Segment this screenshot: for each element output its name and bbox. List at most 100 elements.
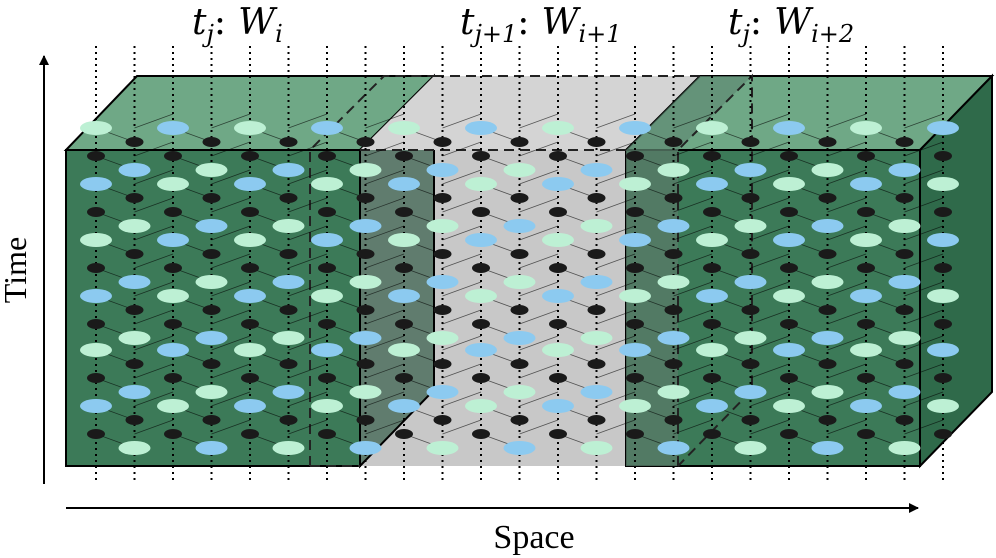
lattice-edge: [750, 335, 790, 351]
lattice-node-dark: [241, 207, 259, 217]
lattice-edge: [827, 197, 867, 213]
lattice-node-dark: [202, 193, 221, 203]
lattice-node-dark: [626, 319, 644, 329]
lattice-node-dark: [510, 305, 529, 315]
lattice-edge: [519, 363, 559, 379]
lattice-edge: [442, 169, 482, 185]
lattice-node-dark: [703, 319, 721, 329]
lattice-edge: [596, 281, 636, 297]
lattice-node-dark: [164, 373, 182, 383]
lattice-node-dark: [279, 193, 298, 203]
lattice-node-dark: [472, 429, 490, 439]
lattice-node-dark: [818, 305, 837, 315]
lattice-node-mint: [619, 177, 651, 191]
lattice-node-dark: [549, 373, 567, 383]
lattice-edge: [827, 335, 867, 351]
lattice-node-dark: [664, 249, 683, 259]
lattice-node-blue: [157, 233, 189, 247]
lattice-edge: [827, 391, 867, 407]
lattice-edge: [596, 309, 636, 325]
lattice-node-blue: [542, 289, 574, 303]
lattice-node-dark: [472, 263, 490, 273]
lattice-node-mint: [426, 331, 459, 345]
lattice-node-mint: [157, 289, 189, 303]
lattice-node-mint: [580, 331, 613, 345]
lattice-node-dark: [164, 319, 182, 329]
lattice-node-dark: [587, 305, 606, 315]
lattice-node-dark: [125, 359, 144, 369]
lattice-node-mint: [696, 343, 728, 357]
lattice-edge: [673, 281, 713, 297]
lattice-edge: [365, 419, 405, 435]
lattice-node-dark: [318, 319, 336, 329]
lattice-edge: [596, 113, 636, 129]
lattice-edge: [288, 309, 328, 325]
lattice-node-dark: [549, 151, 567, 161]
lattice-node-dark: [472, 207, 490, 217]
lattice-edge: [827, 419, 867, 435]
lattice-node-mint: [234, 121, 266, 135]
lattice-node-mint: [311, 177, 343, 191]
lattice-node-mint: [503, 275, 536, 289]
lattice-edge: [827, 113, 867, 129]
lattice-node-dark: [626, 373, 644, 383]
lattice-node-blue: [850, 289, 882, 303]
time-slice-lines: [95, 46, 944, 484]
lattice-edge: [519, 169, 559, 185]
lattice-edge: [288, 281, 328, 297]
lattice-node-dark: [472, 319, 490, 329]
lattice-node-dark: [895, 415, 914, 425]
left-overlap-dashed-outline: [309, 75, 434, 466]
lattice-node-dark: [780, 429, 798, 439]
lattice-node-dark: [703, 151, 721, 161]
lattice-node-dark: [741, 359, 760, 369]
lattice-node-blue: [118, 385, 151, 399]
lattice-edge: [596, 197, 636, 213]
lattice-node-dark: [356, 415, 375, 425]
lattice-node-mint: [773, 177, 805, 191]
lattice-node-mint: [811, 163, 844, 177]
lattice-edge: [519, 253, 559, 269]
lattice-node-mint: [118, 219, 151, 233]
lattice-node-mint: [118, 441, 151, 455]
lattice-edge: [827, 309, 867, 325]
lattice-node-dark: [433, 137, 452, 147]
lattice-node-dark: [318, 429, 336, 439]
lattice-edge: [904, 253, 944, 269]
lattice-node-blue: [850, 177, 882, 191]
window-label-2: tj+1:Wi+1: [460, 2, 622, 48]
lattice-node-dark: [818, 249, 837, 259]
lattice-node-blue: [657, 441, 690, 455]
lattice-node-mint: [811, 385, 844, 399]
lattice-edge: [365, 309, 405, 325]
lattice-node-mint: [272, 219, 305, 233]
lattice-node-dark: [934, 151, 952, 161]
lattice-node-dark: [125, 415, 144, 425]
lattice-node-blue: [234, 177, 266, 191]
lattice-edge: [750, 363, 790, 379]
lattice-node-blue: [157, 121, 189, 135]
lattice-edge: [365, 197, 405, 213]
lattice-node-mint: [311, 289, 343, 303]
lattice-edge: [673, 253, 713, 269]
lattice-node-dark: [549, 429, 567, 439]
lattice-edge: [288, 197, 328, 213]
lattice-node-blue: [311, 121, 343, 135]
lattice-node-mint: [234, 233, 266, 247]
lattice-node-dark: [703, 373, 721, 383]
lattice-node-mint: [888, 219, 921, 233]
lattice-node-blue: [157, 343, 189, 357]
lattice-edge: [442, 253, 482, 269]
lattice-edge: [442, 419, 482, 435]
lattice-node-blue: [657, 219, 690, 233]
lattice-node-dark: [857, 429, 875, 439]
lattice-edge: [365, 113, 405, 129]
lattice-edge: [596, 225, 636, 241]
lattice-edge: [904, 169, 944, 185]
lattice-node-dark: [857, 151, 875, 161]
lattice-node-blue: [734, 163, 767, 177]
lattice-node-dark: [202, 415, 221, 425]
lattice-node-blue: [311, 343, 343, 357]
gray-window-top: [360, 76, 700, 150]
